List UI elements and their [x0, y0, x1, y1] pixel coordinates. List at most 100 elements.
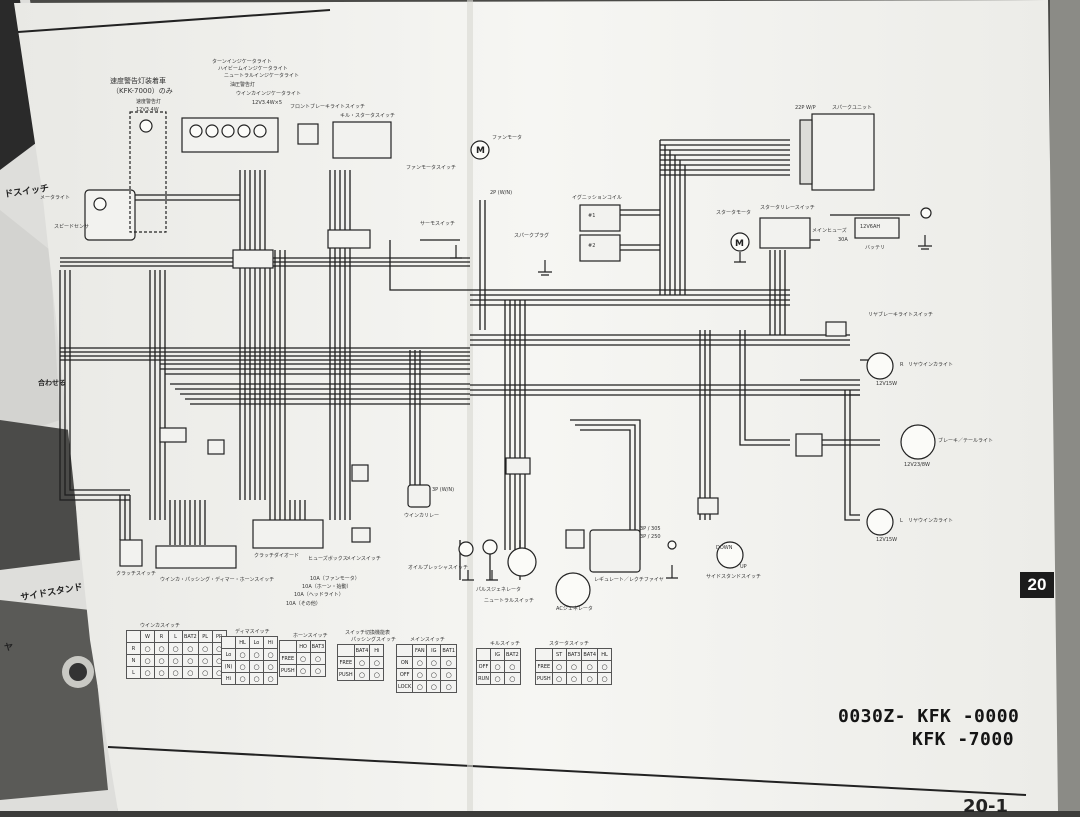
switch-table-title: メインスイッチ [410, 637, 445, 643]
connection-circle-icon: ○ [216, 668, 223, 677]
switch-connection-cell: ○ [140, 642, 155, 655]
left-edge-text-2: 合わせる [38, 379, 66, 387]
connection-circle-icon: ○ [314, 666, 322, 675]
left-edge-text-4: ヤ [4, 643, 14, 653]
connection-circle-icon: ○ [556, 674, 563, 683]
winker-relay-connector: 3P (W/N) [432, 487, 455, 493]
switch-table-row-label: FREE [279, 652, 297, 665]
switch-table-header: IG [426, 644, 442, 657]
connection-circle-icon: ○ [430, 682, 437, 691]
switch-connection-cell: ○ [197, 642, 213, 655]
switch-connection-cell: ○ [140, 666, 155, 679]
switch-connection-cell: ○ [235, 648, 250, 661]
switch-connection-cell: ○ [168, 654, 183, 667]
thermo-switch-label: サーモスイッチ [420, 221, 456, 227]
front-brake-switch-label: フロントブレーキライトスイッチ [290, 104, 366, 110]
connection-circle-icon: ○ [494, 662, 501, 671]
switch-connection-cell: ○ [263, 648, 278, 661]
ground-symbols [450, 235, 932, 581]
connection-circle-icon: ○ [267, 662, 274, 671]
switch-connection-cell: ○ [551, 672, 567, 685]
switch-table-row-label: Hi [221, 672, 236, 685]
connection-circle-icon: ○ [358, 670, 366, 679]
switch-tables-heading: スイッチ切換機能表 [345, 630, 391, 636]
switch-connection-cell: ○ [440, 680, 458, 693]
connection-circle-icon: ○ [253, 650, 260, 659]
connection-circle-icon: ○ [430, 658, 437, 667]
switch-table-header: PL [197, 630, 213, 643]
connection-circle-icon: ○ [373, 658, 380, 667]
connection-circle-icon: ○ [314, 654, 322, 663]
switch-table-title: キルスイッチ [490, 641, 521, 647]
connection-circle-icon: ○ [358, 658, 366, 667]
switch-table-title: スタータスイッチ [549, 641, 590, 647]
clutch-diode-label: クラッチダイオード [254, 553, 300, 559]
switch-connection-cell: ○ [182, 654, 199, 667]
neutral-switch-label: ニュートラルスイッチ [484, 598, 535, 604]
switch-table-header [535, 648, 553, 661]
switch-connection-cell: ○ [168, 642, 183, 655]
fuse-1-label: 10A（ファンモータ） [310, 576, 360, 582]
connection-circle-icon: ○ [509, 662, 516, 671]
pulse-generator-label: パルスジェネレータ [476, 587, 522, 593]
switch-connection-cell: ○ [263, 672, 278, 685]
switch-connection-cell: ○ [197, 666, 213, 679]
connection-circle-icon: ○ [253, 674, 260, 683]
indicator-label-2: ハイビームインジケータライト [218, 66, 288, 72]
switch-connection-cell: ○ [154, 666, 169, 679]
brake-tail-label: ブレーキ／テールライト [938, 438, 994, 444]
switch-table-row-label: N [126, 654, 141, 667]
meter-lamp-label: メータライト [40, 195, 71, 201]
connection-circle-icon: ○ [253, 662, 260, 671]
connection-circle-icon: ○ [202, 644, 209, 653]
switch-connection-cell: ○ [309, 664, 327, 677]
connection-circle-icon: ○ [570, 674, 578, 683]
speed-lamp-spec: 12V3.4W [136, 107, 159, 113]
switch-connection-cell: ○ [295, 652, 311, 665]
ac-generator-label: ACジェネレータ [556, 606, 593, 612]
diagram-sheet [14, 0, 1058, 811]
switch-connection-cell: ○ [168, 666, 183, 679]
connection-circle-icon: ○ [494, 674, 501, 683]
switch-table-header: Lo [249, 636, 264, 649]
part-code-line-2: KFK -7000 [912, 729, 1015, 750]
switch-table-row-label: PUSH [337, 668, 355, 681]
connection-circle-icon: ○ [144, 644, 151, 653]
switch-table-header: R [154, 630, 169, 643]
fan-motor-switch-label: ファンモータスイッチ [406, 165, 457, 171]
switch-connection-cell: ○ [353, 668, 371, 681]
switch-table-header: BAT1 [440, 644, 458, 657]
spark-unit-connector-label: 22P W/P [795, 105, 816, 111]
connection-circle-icon: ○ [430, 670, 437, 679]
connection-circle-icon: ○ [172, 656, 179, 665]
brake-tail-spec: 12V23/8W [904, 462, 930, 468]
regulator-label: レギュレート／レクチファイヤ [594, 577, 664, 583]
switch-table-header: BAT4 [581, 648, 599, 661]
fan-motor-label: ファンモータ [492, 135, 523, 141]
part-code-line-1: 0030Z- KFK -0000 [838, 706, 1020, 727]
connection-circle-icon: ○ [586, 662, 593, 671]
switch-table-row-label: ON [395, 656, 414, 669]
switch-table-header [337, 644, 355, 657]
switch-table-header: HO [295, 640, 311, 653]
fuse-box-label: ヒューズボックス [308, 556, 348, 562]
connection-circle-icon: ○ [267, 674, 274, 683]
switch-connection-cell: ○ [235, 660, 250, 673]
fuse-3-label: 10A（ヘッドライト） [294, 592, 344, 598]
oil-pressure-switch-label: オイルプレッシャスイッチ [408, 565, 469, 571]
indicator-label-3: ニュートラルインジケータライト [224, 73, 300, 79]
side-stand-down-label: DOWN [716, 545, 733, 551]
switch-table-row-label: FREE [535, 660, 553, 673]
switch-table-title: ホーンスイッチ [293, 633, 328, 639]
switch-connection-cell: ○ [597, 672, 613, 685]
battery-spec: 12V6AH [860, 224, 881, 230]
switch-table-row-label: L [126, 666, 141, 679]
switch-table-header: HL [597, 648, 613, 661]
switch-table-row-label: OFF [395, 668, 414, 681]
switch-table-title: ディマスイッチ [235, 629, 270, 635]
connection-circle-icon: ○ [239, 662, 246, 671]
connection-circle-icon: ○ [144, 668, 151, 677]
switch-table-row-label: LOCK [395, 680, 414, 693]
rear-turn-right-side: R [900, 362, 904, 368]
connection-circle-icon: ○ [416, 682, 423, 691]
